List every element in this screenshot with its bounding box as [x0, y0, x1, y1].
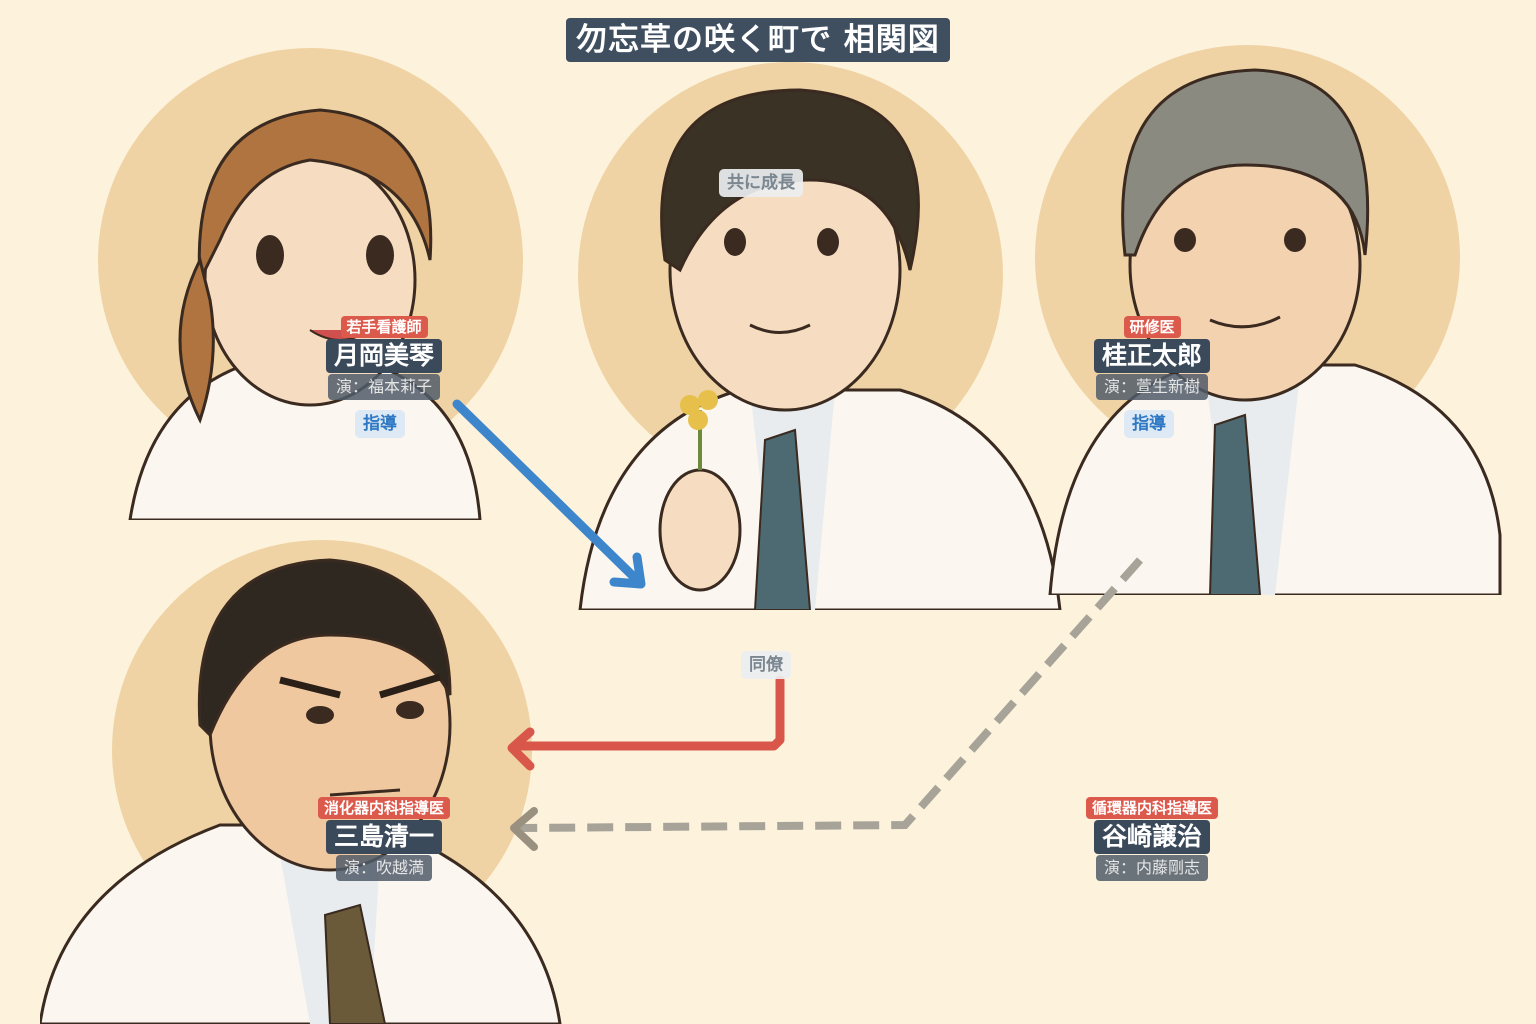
- relation-tag-guidance-mikoto: 指導: [355, 410, 405, 438]
- character-name: 月岡美琴: [325, 339, 443, 373]
- arrow-colleague-center-to-mishima: [507, 675, 785, 771]
- character-label-tanizaki: 循環器内科指導医 谷崎譲治 演：内藤剛志: [1085, 797, 1219, 881]
- role-badge: 研修医: [1123, 316, 1181, 338]
- role-badge: 消化器内科指導医: [317, 797, 451, 819]
- character-label-katsura: 研修医 桂正太郎 演：萱生新樹: [1093, 316, 1211, 400]
- relation-tag-guidance-katsura: 指導: [1124, 410, 1174, 438]
- relation-tag-colleague: 同僚: [741, 651, 791, 679]
- role-badge: 循環器内科指導医: [1085, 797, 1219, 819]
- actor-name: 演：萱生新樹: [1095, 374, 1209, 400]
- actor-name: 演：内藤剛志: [1095, 855, 1209, 881]
- character-label-mishima: 消化器内科指導医 三島清一 演：吹越満: [317, 797, 451, 881]
- relation-tag-grow-together: 共に成長: [719, 169, 803, 197]
- character-name: 桂正太郎: [1093, 339, 1211, 373]
- portrait-mikoto: [128, 108, 482, 520]
- character-label-mikoto: 若手看護師 月岡美琴 演：福本莉子: [325, 316, 443, 400]
- character-name: 谷崎譲治: [1093, 820, 1211, 854]
- actor-name: 演：福本莉子: [327, 374, 441, 400]
- character-name: 三島清一: [325, 820, 443, 854]
- role-badge: 若手看護師: [340, 316, 428, 338]
- diagram-title: 勿忘草の咲く町で 相関図: [566, 18, 950, 62]
- arrow-guidance-mikoto-to-center: [452, 399, 646, 589]
- actor-name: 演：吹越満: [335, 855, 433, 881]
- arrow-dashed-katsura-to-mishima: [510, 557, 1143, 851]
